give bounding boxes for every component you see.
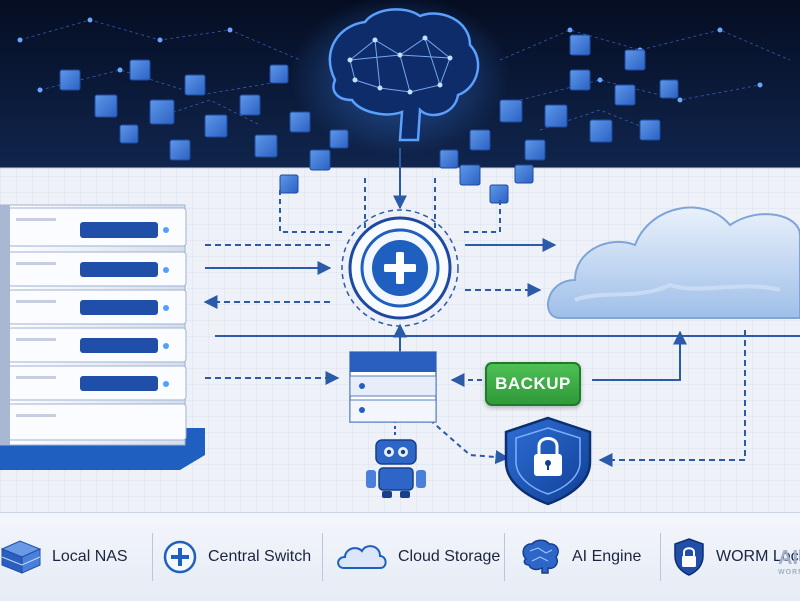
legend-label: Central Switch [208, 548, 312, 565]
shield-lock-icon [674, 538, 704, 576]
backup-badge: BACKUP [485, 362, 581, 406]
legend-item-central-switch: Central Switch [162, 527, 311, 587]
watermark-subtext: WORM [778, 569, 800, 576]
legend-separator [152, 533, 153, 581]
local-nas-server-icon [0, 204, 205, 470]
legend-item-cloud-storage: Cloud Storage [334, 527, 500, 587]
legend-label: AI Engine [572, 548, 642, 565]
server-icon [0, 540, 42, 574]
central-switch-icon [341, 209, 459, 327]
connector-arrows [203, 148, 800, 467]
storage-stack-icon [349, 351, 437, 423]
legend-label: Local NAS [52, 548, 128, 565]
legend-bar: Local NAS Central Switch Cloud Storage A… [0, 512, 800, 601]
worm-lock-shield-icon [504, 416, 592, 506]
legend-label: Cloud Storage [398, 548, 501, 565]
robot-icon [366, 439, 426, 498]
data-cubes-right [439, 34, 679, 204]
plus-circle-icon [163, 540, 197, 574]
cloud-storage-icon [547, 206, 800, 319]
legend-item-worm-lock: WORM Lock [672, 527, 800, 587]
brain-icon [522, 539, 559, 574]
ai-brain-icon [290, 0, 510, 155]
cloud-icon [337, 545, 387, 569]
legend-separator [322, 533, 323, 581]
legend-separator [660, 533, 661, 581]
legend-label: WORM Lock [716, 548, 800, 565]
legend-item-local-nas: Local NAS [0, 527, 128, 587]
watermark: AI WORM [778, 548, 800, 594]
watermark-text: AI [778, 548, 798, 569]
legend-separator [504, 533, 505, 581]
legend-item-ai-engine: AI Engine [518, 527, 641, 587]
